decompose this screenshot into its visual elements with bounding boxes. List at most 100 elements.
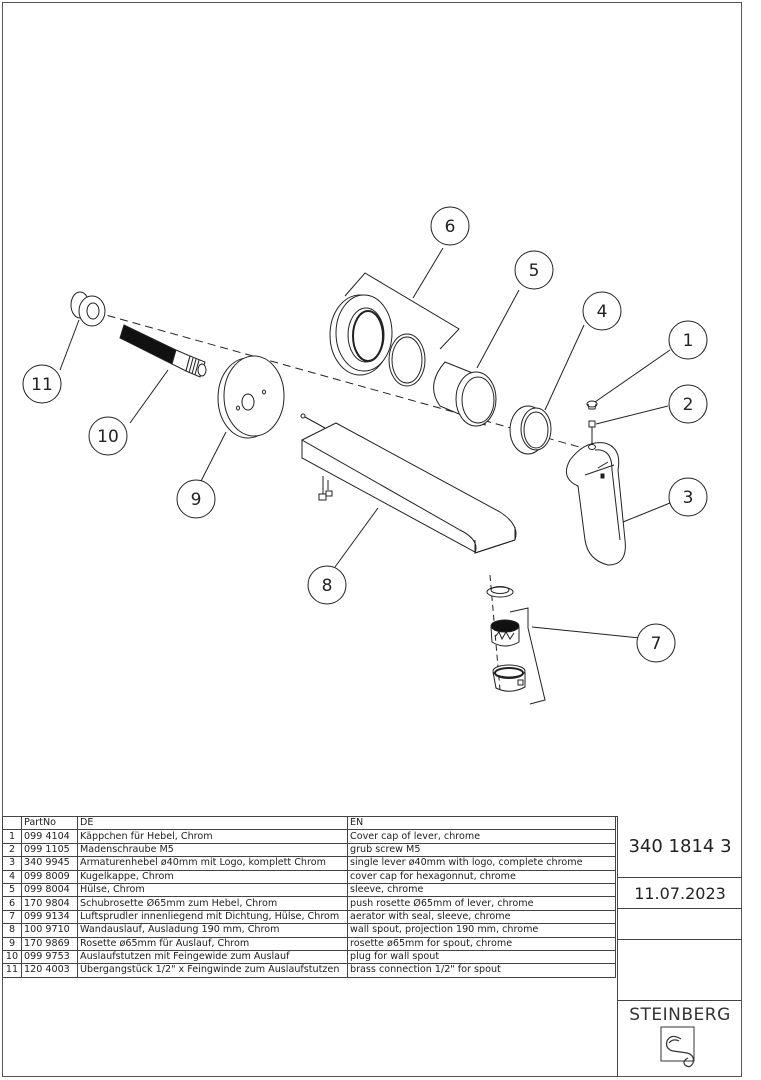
part-number: 099 8004 xyxy=(21,882,78,898)
row-number: 10 xyxy=(2,949,22,965)
callout-circle-9 xyxy=(176,479,216,519)
part-number: 120 4003 xyxy=(21,963,78,978)
drawing-sheet-border xyxy=(2,2,742,1077)
callout-label-2: 2 xyxy=(683,395,694,415)
description-en: push rosette Ø65mm of lever, chrome xyxy=(347,896,616,911)
callout-label-1: 1 xyxy=(683,331,694,351)
callout-circle-5 xyxy=(514,250,554,290)
callout-circle-6 xyxy=(430,206,470,246)
part-6-push-rosette xyxy=(329,272,460,387)
leader-line-1 xyxy=(594,349,671,403)
description-en: sleeve, chrome xyxy=(347,882,616,898)
description-de: Kugelkappe, Chrom xyxy=(77,869,348,884)
description-en: single lever ø40mm with logo, complete c… xyxy=(347,856,616,871)
header-de: DE xyxy=(77,815,348,831)
callout-label-9: 9 xyxy=(191,490,202,510)
part-number: 099 1105 xyxy=(21,842,78,858)
leader-line-4 xyxy=(544,324,585,411)
callout-circle-1 xyxy=(668,320,708,360)
document-date: 11.07.2023 xyxy=(618,878,742,909)
leader-line-11 xyxy=(59,319,80,371)
part-10-spout-plug xyxy=(119,324,207,378)
callout-circle-10 xyxy=(88,416,128,456)
part-number: 100 9710 xyxy=(21,923,78,938)
callout-label-7: 7 xyxy=(651,634,662,654)
header-no xyxy=(2,815,22,831)
callout-circle-7 xyxy=(636,623,676,663)
part-number: 099 4104 xyxy=(21,829,78,844)
part-number: 340 9945 xyxy=(21,856,78,871)
part-9-spout-rosette xyxy=(217,355,285,439)
description-de: Übergangstück 1/2" x Feingwinde zum Ausl… xyxy=(77,963,348,978)
description-en: plug for wall spout xyxy=(347,949,616,965)
part-7-aerator xyxy=(486,586,546,705)
part-number: 099 9753 xyxy=(21,949,78,965)
callout-label-6: 6 xyxy=(445,217,456,237)
part-3-lever xyxy=(565,442,626,566)
description-en: Cover cap of lever, chrome xyxy=(347,829,616,844)
leader-line-10 xyxy=(129,369,169,424)
center-axis-line xyxy=(94,311,591,451)
part-number: 170 9869 xyxy=(21,936,78,951)
callout-label-10: 10 xyxy=(97,427,119,447)
callout-label-5: 5 xyxy=(529,261,540,281)
description-de: Käppchen für Hebel, Chrom xyxy=(77,829,348,844)
title-block: 340 1814 3 11.07.2023 STEINBERG xyxy=(617,816,742,1077)
description-de: Luftsprudler innenliegend mit Dichtung, … xyxy=(77,909,348,925)
description-en: cover cap for hexagonnut, chrome xyxy=(347,869,616,884)
description-en: aerator with seal, sleeve, chrome xyxy=(347,909,616,925)
leader-line-8 xyxy=(334,507,379,568)
leader-line-6 xyxy=(412,247,444,299)
part-number: 099 8009 xyxy=(21,869,78,884)
table-header-row: PartNo DE EN xyxy=(2,815,616,831)
part-4-cover-cap xyxy=(509,405,552,455)
description-en: rosette ø65mm for spout, chrome xyxy=(347,936,616,951)
callout-circle-3 xyxy=(668,477,708,517)
callout-label-8: 8 xyxy=(322,576,333,596)
brand-name: STEINBERG xyxy=(629,1005,731,1025)
part-1-cap xyxy=(586,400,598,410)
description-de: Madenschraube M5 xyxy=(77,842,348,858)
brand-cell: STEINBERG xyxy=(618,1001,742,1077)
callout-label-3: 3 xyxy=(683,488,694,508)
leader-line-7 xyxy=(531,626,641,639)
leader-line-2 xyxy=(595,405,669,425)
steinberg-logo-icon xyxy=(660,1026,695,1068)
description-en: grub screw M5 xyxy=(347,842,616,858)
description-en: wall spout, projection 190 mm, chrome xyxy=(347,923,616,938)
part-5-sleeve xyxy=(433,361,497,427)
description-de: Rosette ø65mm für Auslauf, Chrom xyxy=(77,936,348,951)
part-8-wall-spout xyxy=(300,413,517,554)
leader-line-9 xyxy=(199,431,227,484)
leader-line-3 xyxy=(622,502,671,523)
row-number: 2 xyxy=(2,842,22,858)
row-number: 11 xyxy=(2,963,22,978)
row-number: 1 xyxy=(2,829,22,844)
leader-line-5 xyxy=(476,289,520,369)
row-number: 9 xyxy=(2,936,22,951)
header-part-no: PartNo xyxy=(21,815,78,831)
part-2-grub-screw xyxy=(588,420,596,444)
description-de: Hülse, Chrom xyxy=(77,882,348,898)
description-de: Auslaufstutzen mit Feingewide zum Auslau… xyxy=(77,949,348,965)
title-block-empty-cell xyxy=(618,940,742,1001)
row-number: 8 xyxy=(2,923,22,938)
callout-label-4: 4 xyxy=(597,302,608,322)
part-number: 170 9804 xyxy=(21,896,78,911)
row-number: 7 xyxy=(2,909,22,925)
description-en: brass connection 1/2" for spout xyxy=(347,963,616,978)
part-11-hex-nut xyxy=(70,291,106,327)
description-de: Wandauslauf, Ausladung 190 mm, Chrom xyxy=(77,923,348,938)
part-number: 099 9134 xyxy=(21,909,78,925)
